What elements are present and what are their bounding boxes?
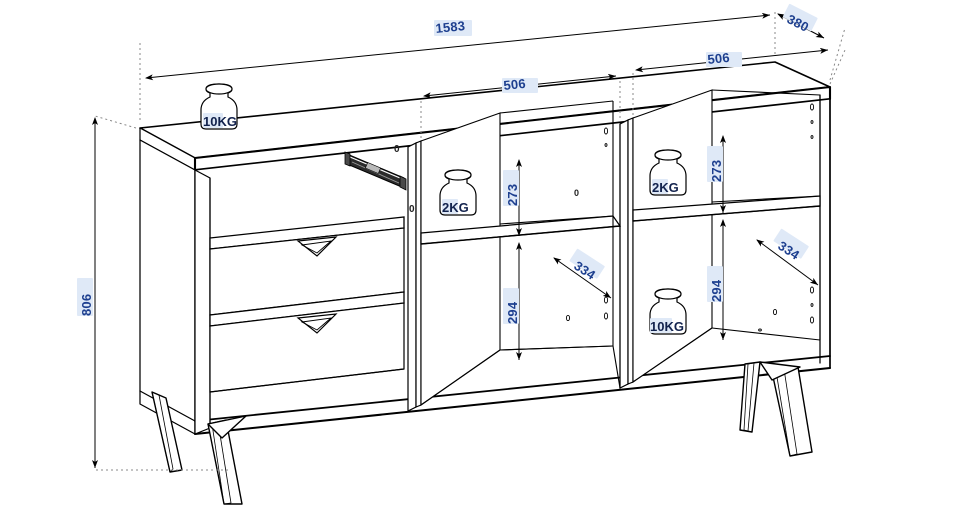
leg-right-brace bbox=[759, 361, 801, 381]
load-right-shelf-label: 2KG bbox=[652, 180, 679, 195]
load-icon-middle-shelf: 2KG bbox=[439, 169, 477, 216]
drawer-bay-bottom-line bbox=[209, 368, 405, 393]
right-bay-back-top bbox=[711, 89, 821, 96]
dim-bay-right-label: 506 bbox=[707, 50, 731, 67]
dim-380-highlight bbox=[782, 3, 818, 32]
leg-left-front-brace bbox=[207, 415, 247, 439]
dim-806-highlight bbox=[77, 278, 93, 316]
middle-bay-floor-left bbox=[420, 349, 501, 406]
dimension-depth-right bbox=[756, 239, 819, 286]
divider-right-face bbox=[627, 117, 634, 385]
middle-bay-back-top bbox=[499, 100, 614, 114]
load-icon-right-bottom: 10KG bbox=[649, 288, 687, 335]
dim-273-right-highlight bbox=[707, 146, 723, 182]
dim-334-right-highlight bbox=[773, 228, 809, 259]
shelf-pin-holes-right bbox=[758, 103, 815, 332]
legs bbox=[151, 361, 813, 505]
dim-506-right-highlight bbox=[706, 52, 742, 67]
load-middle-highlight bbox=[442, 199, 458, 214]
dim-1583-highlight bbox=[434, 20, 472, 36]
vertical-dividers bbox=[407, 117, 634, 412]
divider-right bbox=[619, 119, 629, 389]
dim-334-mid-highlight bbox=[569, 248, 605, 279]
rail-hole-marker: 0 bbox=[394, 144, 400, 155]
middle-bay-right-inner-face bbox=[612, 345, 621, 389]
dim-shelf-lower-middle-label: 294 bbox=[505, 301, 520, 324]
dim-bay-middle-label: 506 bbox=[503, 76, 527, 93]
load-icon-top-surface: 10KG bbox=[200, 83, 238, 130]
load-right-bottom-label: 10KG bbox=[650, 319, 684, 334]
bottom-outer-edge bbox=[194, 367, 831, 435]
load-icon-right-shelf: 2KG bbox=[649, 149, 687, 196]
dim-shelf-upper-middle-label: 273 bbox=[505, 184, 520, 206]
right-bay-shelf-back bbox=[711, 195, 821, 203]
load-right-shelf-highlight bbox=[652, 179, 668, 194]
drawer-slide-rail bbox=[344, 151, 407, 191]
dim-shelf-lower-right-label: 294 bbox=[709, 279, 724, 302]
dim-overall-width-label: 1583 bbox=[435, 18, 466, 36]
dim-273-mid-highlight bbox=[503, 170, 519, 206]
load-middle-shelf-label: 2KG bbox=[442, 200, 469, 215]
bottom-panel-edge bbox=[194, 355, 831, 422]
dim-shelf-upper-right-label: 273 bbox=[709, 160, 724, 182]
right-bay-floor-left bbox=[632, 327, 713, 383]
left-side-panel bbox=[139, 139, 196, 435]
load-top-label: 10KG bbox=[203, 114, 237, 129]
drawer-handles bbox=[296, 236, 338, 334]
divider-hole-marker-2: 0 bbox=[574, 188, 579, 198]
right-bay-back-bottom bbox=[711, 327, 821, 341]
drawer-bay-left-wall bbox=[194, 169, 211, 435]
dim-294-right-highlight bbox=[707, 266, 723, 302]
divider-left-face bbox=[415, 140, 422, 408]
dim-overall-height-label: 806 bbox=[79, 294, 94, 316]
divider-left bbox=[407, 142, 417, 412]
dimension-overall-height bbox=[92, 115, 228, 471]
dimension-depth-middle bbox=[553, 257, 612, 299]
load-top-highlight bbox=[203, 113, 223, 128]
right-bay-shelf-front-edge bbox=[632, 205, 821, 222]
dim-294-mid-highlight bbox=[503, 288, 519, 324]
load-right-bottom-highlight bbox=[650, 318, 672, 333]
drawer-section bbox=[194, 169, 405, 435]
divider-hole-marker-1: 0 bbox=[409, 204, 415, 215]
dim-506-mid-highlight bbox=[502, 78, 538, 93]
